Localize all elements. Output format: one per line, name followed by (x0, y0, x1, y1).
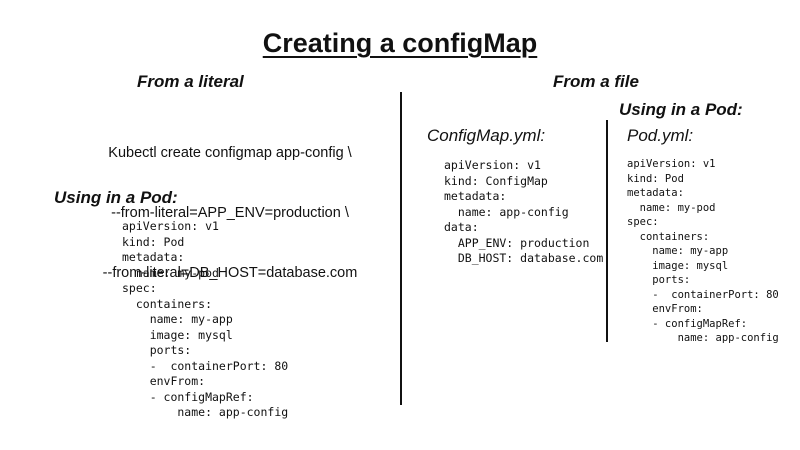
yaml-line: spec: (627, 216, 659, 228)
yaml-line: envFrom: (627, 303, 703, 315)
yaml-line: metadata: (444, 189, 507, 203)
yaml-line: data: (444, 220, 479, 234)
literal-using-in-pod-heading: Using in a Pod: (54, 188, 178, 207)
yaml-line: name: app-config (444, 204, 569, 219)
yaml-line: name: app-config (627, 332, 779, 344)
from-literal-heading: From a literal (137, 72, 244, 91)
pod-filename: Pod.yml: (627, 126, 694, 145)
yaml-line: - containerPort: 80 (122, 358, 289, 373)
yaml-line: name: my-pod (627, 201, 716, 214)
command-line: --from-literal=APP_ENV=production \ (111, 205, 349, 221)
yaml-line: name: my-pod (122, 265, 219, 280)
yaml-line: spec: (122, 281, 157, 295)
file-using-in-pod-heading: Using in a Pod: (619, 100, 743, 119)
yaml-line: kind: Pod (122, 234, 185, 249)
command-line: Kubectl create configmap app-config \ (108, 145, 352, 161)
page-title: Creating a configMap (262, 28, 538, 58)
yaml-line: image: mysql (122, 327, 233, 342)
yaml-line: ports: (627, 274, 691, 286)
yaml-line: - configMapRef: (627, 317, 748, 330)
file-pod-yaml: apiVersion: v1 kind: Pod metadata: name: m… (627, 157, 779, 346)
command-line: --from-literal=DB_HOST=database.com (102, 265, 358, 281)
yaml-line: apiVersion: v1 (627, 158, 716, 170)
yaml-line: containers: (122, 296, 213, 311)
yaml-line: name: app-config (122, 405, 289, 419)
kubectl-command: Kubectl create configmap app-config \ --… (60, 103, 400, 303)
yaml-line: DB_HOST: database.com (444, 251, 604, 265)
configmap-filename: ConfigMap.yml: (427, 126, 546, 145)
yaml-line: metadata: (627, 187, 684, 199)
yaml-line: containers: (627, 230, 710, 243)
yaml-line: name: my-app (627, 245, 729, 257)
yaml-line: image: mysql (627, 259, 729, 272)
yaml-line: - containerPort: 80 (627, 288, 779, 301)
yaml-line: metadata: (122, 250, 185, 264)
yaml-line: kind: Pod (627, 172, 684, 185)
file-subsection-divider (606, 120, 608, 342)
yaml-line: - configMapRef: (122, 389, 254, 404)
from-file-heading: From a file (553, 72, 639, 91)
yaml-line: apiVersion: v1 (122, 219, 219, 233)
yaml-line: ports: (122, 343, 192, 357)
yaml-line: APP_ENV: production (444, 235, 590, 250)
section-divider (400, 92, 402, 405)
yaml-line: apiVersion: v1 (444, 158, 541, 172)
yaml-line: envFrom: (122, 374, 206, 388)
yaml-line: name: my-app (122, 312, 233, 326)
yaml-line: kind: ConfigMap (444, 173, 548, 188)
